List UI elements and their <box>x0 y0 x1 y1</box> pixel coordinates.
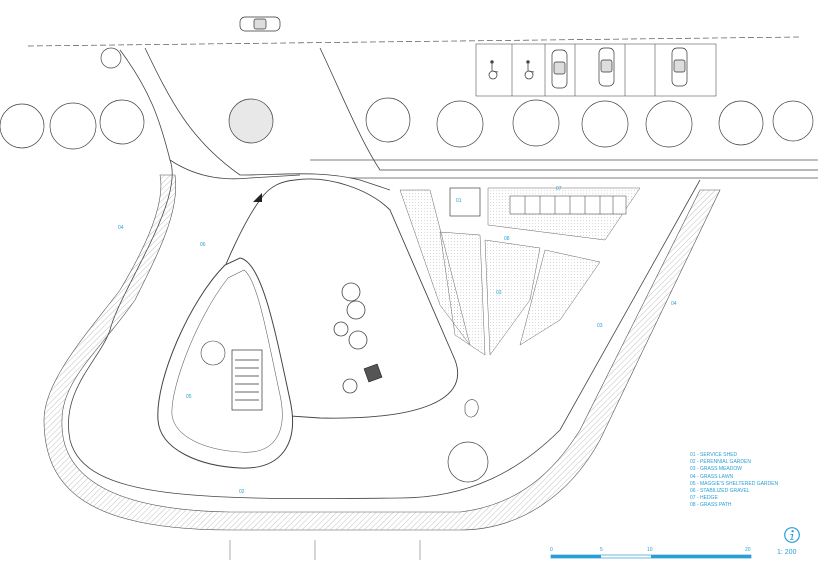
zone-label: 05 <box>186 394 192 400</box>
car-icon <box>551 49 568 89</box>
zone-label: 06 <box>200 242 206 248</box>
tree <box>100 47 122 69</box>
paved-paths <box>68 47 818 499</box>
garden-circles <box>333 282 368 394</box>
zone-label: 03 <box>496 290 502 296</box>
legend-item: 01 - SERVICE SHED <box>690 452 738 458</box>
small-pond <box>464 399 479 418</box>
scale-tick: 5 <box>600 547 603 553</box>
car-icon <box>598 47 615 87</box>
sheltered-garden-loop <box>157 257 294 469</box>
tree-cluster <box>228 98 274 144</box>
bench <box>363 363 383 383</box>
zone-label: 04 <box>671 301 677 307</box>
service-shed <box>449 187 481 217</box>
wheelchair-icon <box>488 60 499 80</box>
triangle-marker-icon <box>253 193 262 202</box>
garden-pavilion <box>231 349 263 411</box>
lower-road-marks <box>229 540 421 560</box>
legend-item: 08 - GRASS PATH <box>690 502 732 509</box>
legend-item: 03 - GRASS MEADOW <box>690 466 742 473</box>
legend-item: 05 - MAGGIE'S SHELTERED GARDEN <box>690 480 779 487</box>
zone-label: 01 <box>456 198 462 204</box>
scale-tick: 10 <box>647 547 653 553</box>
scale-tick: 20 <box>745 547 751 553</box>
parking-lot <box>475 43 717 97</box>
zone-label: 04 <box>118 225 124 231</box>
scale-tick: 0 <box>550 547 553 553</box>
zone-label: 08 <box>504 236 510 242</box>
car-icon <box>671 47 688 87</box>
legend-item: 06 - STABILIZED GRAVEL <box>690 488 750 495</box>
wheelchair-icon <box>524 60 535 80</box>
scale-bar: 0 5 10 20 <box>550 547 752 559</box>
tree-row <box>0 97 814 150</box>
legend-item: 07 - HEDGE <box>690 495 718 502</box>
hedge <box>509 195 627 215</box>
zone-label: 02 <box>239 489 245 495</box>
road <box>27 36 818 179</box>
legend-item: 02 - PERENNIAL GARDEN <box>690 459 751 466</box>
scale-ratio: 1: 200 <box>777 549 797 556</box>
info-icon[interactable] <box>784 527 800 543</box>
hatched-border-west <box>43 174 721 531</box>
tree <box>447 441 489 483</box>
legend: 01 - SERVICE SHED 02 - PERENNIAL GARDEN … <box>690 452 778 510</box>
zone-label: 03 <box>597 323 603 329</box>
car-icon <box>239 16 281 32</box>
tree <box>200 340 226 366</box>
garden-inner-edge <box>171 269 283 453</box>
zone-label: 07 <box>556 186 562 192</box>
legend-item: 04 - GRASS LAWN <box>690 473 734 480</box>
